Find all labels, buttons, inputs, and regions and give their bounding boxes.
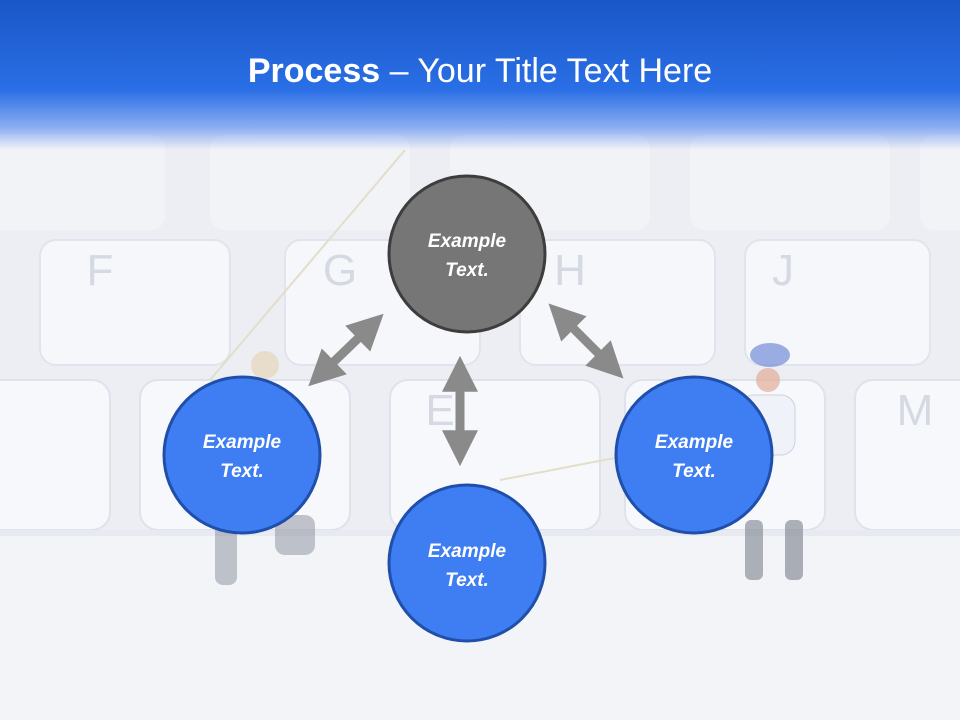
node-bottom-line2: Text.: [445, 570, 489, 591]
node-top: Example Text.: [387, 174, 547, 334]
title-rest: – Your Title Text Here: [380, 52, 713, 90]
title-bar: [0, 0, 960, 150]
key-letter-g: G: [323, 246, 357, 295]
node-right-line2: Text.: [672, 461, 716, 482]
key-letter-h: H: [554, 246, 586, 295]
key-letter-m: M: [897, 386, 934, 435]
node-left-line2: Text.: [220, 461, 264, 482]
node-bottom-line1: Example: [428, 541, 507, 562]
arrow-top-right: [548, 303, 624, 379]
node-left-line1: Example: [203, 432, 282, 453]
arrow-top-left: [308, 313, 384, 387]
node-top-line1: Example: [428, 231, 507, 252]
node-bottom: Example Text.: [387, 483, 547, 643]
slide-title: Process – Your Title Text Here: [0, 52, 960, 91]
key-letter-j: J: [772, 246, 794, 295]
node-top-line2: Text.: [445, 260, 489, 281]
key-letter-f: F: [87, 246, 114, 295]
node-right-line1: Example: [655, 432, 734, 453]
node-right: Example Text.: [614, 375, 774, 535]
title-bold: Process: [247, 52, 381, 90]
node-left: Example Text.: [162, 375, 322, 535]
